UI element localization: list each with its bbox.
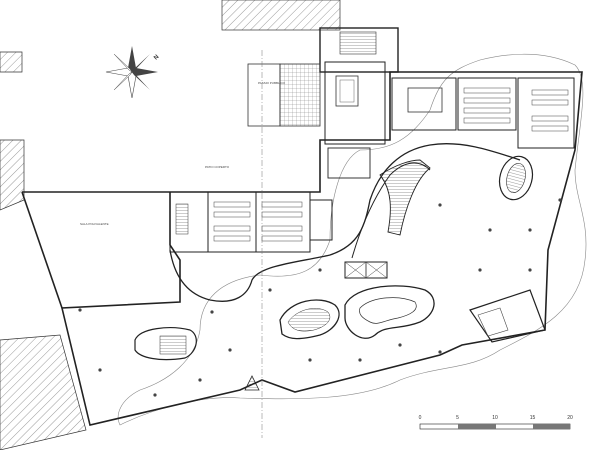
scale-tick-label: 5	[456, 415, 459, 421]
north-label: N	[153, 54, 160, 61]
columns	[78, 198, 562, 397]
scale-tick-label: 20	[567, 415, 573, 421]
elevator-core	[344, 261, 388, 279]
north-arrow: N	[105, 46, 160, 99]
classroom-desks-north	[463, 87, 569, 132]
scale-tick-label: 15	[530, 415, 536, 421]
landscape-boundary	[117, 53, 587, 426]
scale-tick-label: 0	[419, 415, 422, 421]
terrace-label: PATIO COPERTO	[205, 165, 230, 169]
west-wall	[21, 191, 63, 309]
curved-corridor-west	[169, 143, 521, 302]
stair-pod-west	[134, 327, 197, 361]
stair-pod-east	[498, 155, 534, 201]
seating-loop-east	[344, 285, 435, 339]
east-pavilion	[469, 289, 546, 343]
grid-roof	[279, 63, 321, 127]
roof-label: PASSIO PUBBLICO	[258, 81, 286, 85]
seating-loop-centre	[279, 299, 340, 340]
centre-classrooms	[169, 191, 333, 253]
north-wing	[319, 27, 575, 179]
scale-bar: 0 5 10 15 20	[419, 415, 573, 430]
curved-ramp	[379, 159, 431, 236]
classroom-desks-centre	[213, 201, 303, 242]
hall-label: SALA POLIVALENTE	[80, 222, 109, 226]
entrance-marker	[244, 375, 260, 391]
building-outline	[22, 71, 583, 426]
roof-area	[247, 63, 281, 127]
neighbour-buildings	[0, 0, 341, 450]
scale-tick-label: 10	[492, 415, 498, 421]
